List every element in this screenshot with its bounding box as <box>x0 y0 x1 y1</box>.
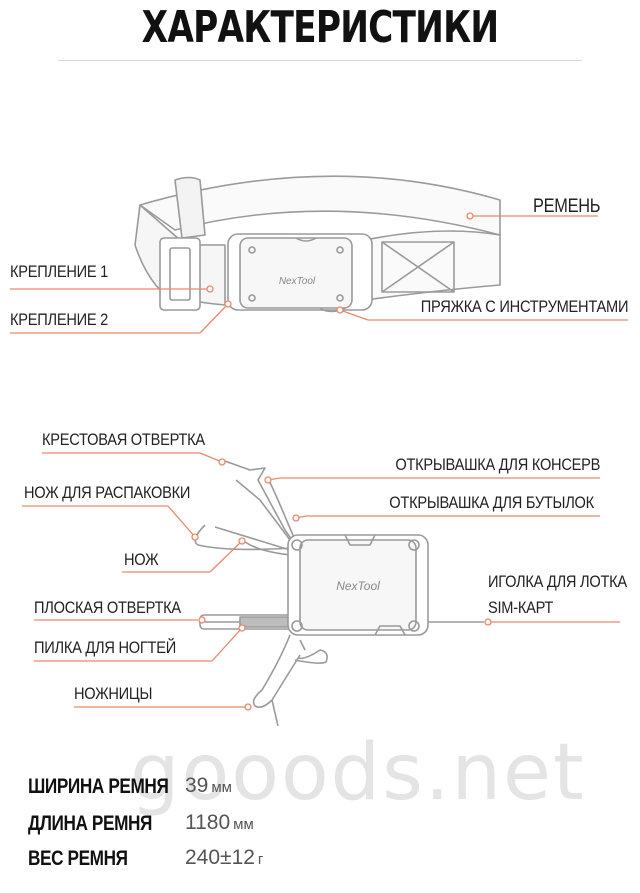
belt-drawing <box>134 175 501 313</box>
label-knife: НОЖ <box>124 550 159 569</box>
tool-drawing <box>194 459 484 727</box>
label-nail-file: ПИЛКА ДЛЯ НОГТЕЙ <box>34 638 176 657</box>
label-sim-pin-line1: ИГОЛКА ДЛЯ ЛОТКА <box>488 572 627 591</box>
label-belt: РЕМЕНЬ <box>532 196 601 217</box>
label-buckle: ПРЯЖКА С ИНСТРУМЕНТАМИ <box>420 297 629 316</box>
title-divider <box>58 60 582 61</box>
label-bottle-opener: ОТКРЫВАШКА ДЛЯ БУТЫЛОК <box>389 493 594 512</box>
spec-width-name: ШИРИНА РЕМНЯ <box>28 775 169 798</box>
buckle-logo: NexTool <box>279 276 316 287</box>
label-mount-2: КРЕПЛЕНИЕ 2 <box>10 310 109 329</box>
spec-length-name: ДЛИНА РЕМНЯ <box>28 812 153 835</box>
label-scissors: НОЖНИЦЫ <box>74 684 153 703</box>
label-sim-pin-line2: SIM-КАРТ <box>488 598 554 617</box>
tool-logo: NexTool <box>336 579 380 593</box>
label-can-opener: ОТКРЫВАШКА ДЛЯ КОНСЕРВ <box>395 455 600 474</box>
page-title: ХАРАКТЕРИСТИКИ <box>141 2 499 53</box>
spec-weight-name: ВЕС РЕМНЯ <box>28 847 128 870</box>
label-phillips-screwdriver: КРЕСТОВАЯ ОТВЕРТКА <box>42 430 205 449</box>
label-unpacking-knife: НОЖ ДЛЯ РАСПАКОВКИ <box>24 483 191 502</box>
watermark: gooods.net <box>130 728 586 818</box>
label-flat-screwdriver: ПЛОСКАЯ ОТВЕРТКА <box>34 598 181 617</box>
label-mount-1: КРЕПЛЕНИЕ 1 <box>10 262 109 281</box>
